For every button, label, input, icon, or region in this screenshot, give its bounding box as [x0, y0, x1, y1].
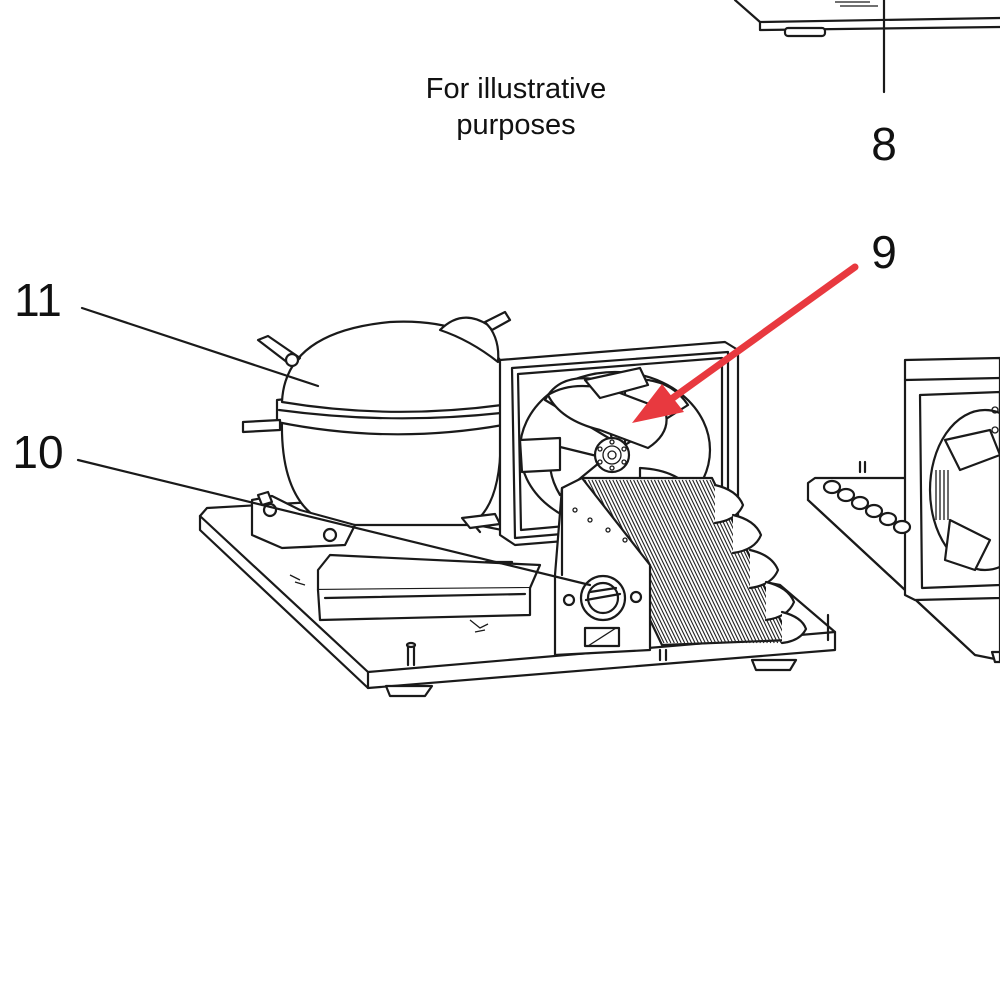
- second-unit-partial: [806, 356, 1000, 664]
- highlight-arrow: [632, 263, 859, 423]
- condenser-fin: [640, 479, 720, 644]
- callout-11: 11: [14, 274, 62, 326]
- condenser-fin: [688, 479, 768, 644]
- callout-9: 9: [871, 226, 897, 278]
- thermostat-bracket: [553, 476, 652, 657]
- highlight-arrow-shaft: [666, 263, 859, 404]
- drip-tray: [289, 553, 542, 633]
- condenser-fin: [692, 479, 772, 644]
- coil-tube: [822, 479, 842, 495]
- highlight-arrow-head: [632, 384, 684, 423]
- coil-tube: [878, 511, 898, 527]
- condenser-fin: [626, 479, 706, 644]
- caption-line-2: purposes: [456, 109, 575, 141]
- condenser-fin: [695, 479, 775, 644]
- caption-line-1: For illustrative: [426, 73, 607, 105]
- condenser-fin: [629, 479, 710, 644]
- condenser-fin: [685, 479, 765, 644]
- coil-tube: [892, 519, 912, 535]
- condenser-fin: [681, 479, 761, 644]
- callout-numbers: 8 9 11 10: [12, 118, 896, 478]
- condenser-fin: [643, 479, 724, 644]
- condenser-fin: [653, 479, 734, 644]
- condenser-fin: [699, 479, 779, 644]
- condenser-fin: [615, 479, 696, 644]
- coil-tube: [864, 503, 884, 519]
- condenser-fin: [647, 479, 727, 644]
- condenser-fin: [674, 479, 755, 644]
- callout-10: 10: [12, 426, 63, 478]
- condenser-fin: [660, 479, 741, 644]
- condenser-fin: [633, 479, 713, 644]
- leader-line-11: [80, 306, 320, 388]
- condenser-fin: [619, 479, 699, 644]
- condenser-fin: [664, 479, 744, 644]
- condenser-fin: [622, 479, 703, 644]
- leader-lines: [76, 0, 886, 587]
- caption: For illustrative purposes: [426, 73, 607, 141]
- leader-line-10: [76, 458, 592, 587]
- compressor: [241, 310, 512, 549]
- condenser-fin: [608, 479, 689, 644]
- cabinet-upper-partial: [733, 0, 1000, 38]
- condenser-fin: [636, 479, 717, 644]
- condenser-fin: [657, 479, 737, 644]
- condenser-fin: [671, 479, 751, 644]
- condenser-fin: [650, 479, 730, 644]
- condenser-fin: [612, 479, 693, 644]
- callout-8: 8: [871, 118, 897, 170]
- coil-tube: [836, 487, 856, 503]
- condenser-fin: [667, 479, 748, 644]
- coil-tube: [850, 495, 870, 511]
- condenser-fin: [678, 479, 758, 644]
